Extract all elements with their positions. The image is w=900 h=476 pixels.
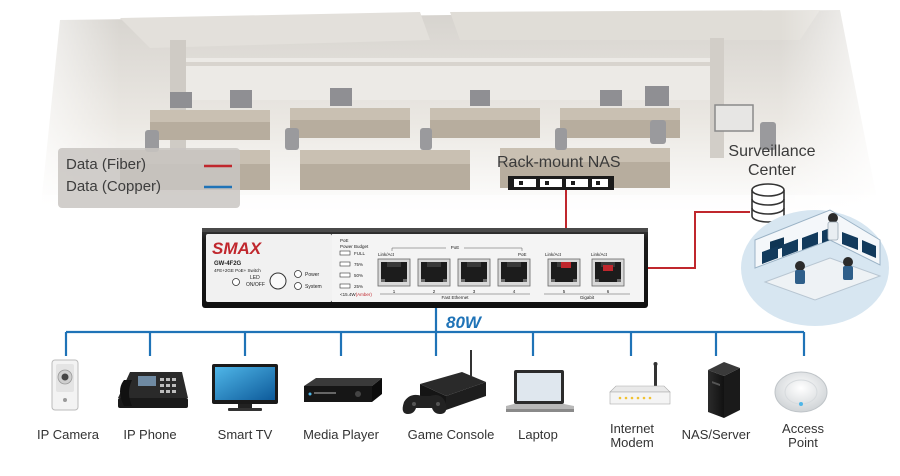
system-label: System [305,284,322,290]
device-label-media-player: Media Player [303,427,380,442]
budget-low-suffix: (Amber) [356,292,373,297]
svg-text:<15.4W(Amber): <15.4W(Amber) [340,292,372,297]
fast-ethernet-ports: 1 2 3 4 [377,258,531,294]
nas-bays [514,179,608,187]
device-label-ip-camera: IP Camera [37,427,100,442]
led-label-line2: ON/OFF [246,282,265,288]
budget-level-full: FULL [354,251,366,256]
legend-fiber-label: Data (Fiber) [66,156,146,173]
ip-camera-icon [51,359,79,411]
device-label-access-point-line2: Point [788,435,818,450]
nas-server-icon [708,362,740,418]
poe-switch: SMAX GW-4F2G 4FE+2GE PoE+ Switch LED ON/… [202,228,648,308]
nas-label: Rack-mount NAS [497,154,621,171]
switch-subtitle: 4FE+2GE PoE+ Switch [214,268,261,273]
game-console-icon [402,350,486,414]
device-label-laptop: Laptop [518,427,558,442]
budget-low-prefix: <15.4W [340,292,356,297]
modem-icon [609,362,671,405]
smart-tv-icon [212,364,278,411]
ge-linkact-label-1: Link/Act [545,252,562,257]
database-icon [751,183,785,223]
media-player-icon [304,378,382,402]
power-label: Power [305,272,320,278]
device-label-game-console: Game Console [408,427,495,442]
surveillance-center: Surveillance Center [728,143,889,326]
device-label-modem-line1: Internet [610,421,654,436]
device-label-nas-server: NAS/Server [682,427,751,442]
switch-brand: SMAX [212,239,263,258]
fiber-line-surveillance [609,211,750,269]
device-labels: IP Camera IP Phone Smart TV Media Player Gam… [37,421,824,450]
fe-port-4-number: 4 [513,289,516,294]
legend-box [58,148,240,208]
budget-level-75: 75% [354,262,363,267]
legend-copper-label: Data (Copper) [66,178,161,195]
device-label-modem-line2: Modem [610,435,653,450]
budget-level-50: 50% [354,273,363,278]
budget-levels: FULL 75% 50% 25% <15.4W(Amber) [339,250,372,297]
ge-linkact-label-2: Link/Act [591,252,608,257]
copper-drop-lines [64,332,806,356]
powered-devices [51,350,828,418]
budget-level-25: 25% [354,284,363,289]
surveillance-label-line1: Surveillance [728,143,815,160]
poe-right-label: PoE [518,252,527,257]
fe-port-3[interactable]: 3 [457,258,491,294]
fiber-connector-port5 [561,262,571,268]
poe-group-label: PoE [451,245,460,250]
ip-phone-icon [118,372,188,408]
fe-port-1[interactable]: 1 [377,258,411,294]
ge-port-6[interactable]: 6 [591,258,625,294]
system-led [294,282,302,290]
office-background [0,0,900,240]
budget-title-line1: PoE [340,238,349,243]
fast-ethernet-label: Fast Ethernet [441,295,469,300]
access-point-icon [774,371,828,413]
budget-title-line2: Power Budget [340,244,369,249]
device-label-ip-phone: IP Phone [123,427,176,442]
fe-port-2-number: 2 [433,289,436,294]
fe-port-1-number: 1 [393,289,396,294]
led-toggle-button[interactable] [269,272,287,290]
poe-budget-value: 80W [446,313,483,332]
fe-port-2[interactable]: 2 [417,258,451,294]
legend: Data (Fiber) Data (Copper) [58,148,240,208]
ge-port-6-number: 6 [607,289,610,294]
gigabit-label: Gigabit [580,295,595,300]
fe-linkact-label: Link/Act [378,252,395,257]
control-room-illustration [741,209,889,326]
switch-model: GW-4F2G [214,261,242,267]
fe-port-4[interactable]: 4 [497,258,531,294]
led-label-line1: LED [250,275,260,281]
fiber-port-connectors [561,262,613,271]
ge-port-5-number: 5 [563,289,566,294]
led-indicator [232,278,240,286]
fe-port-3-number: 3 [473,289,476,294]
laptop-icon [506,370,574,412]
surveillance-label-line2: Center [748,162,797,179]
device-label-access-point-line1: Access [782,421,824,436]
rack-mount-nas: Rack-mount NAS [497,154,621,190]
power-led [294,270,302,278]
fiber-connector-port6 [603,265,613,271]
device-label-smart-tv: Smart TV [218,427,273,442]
